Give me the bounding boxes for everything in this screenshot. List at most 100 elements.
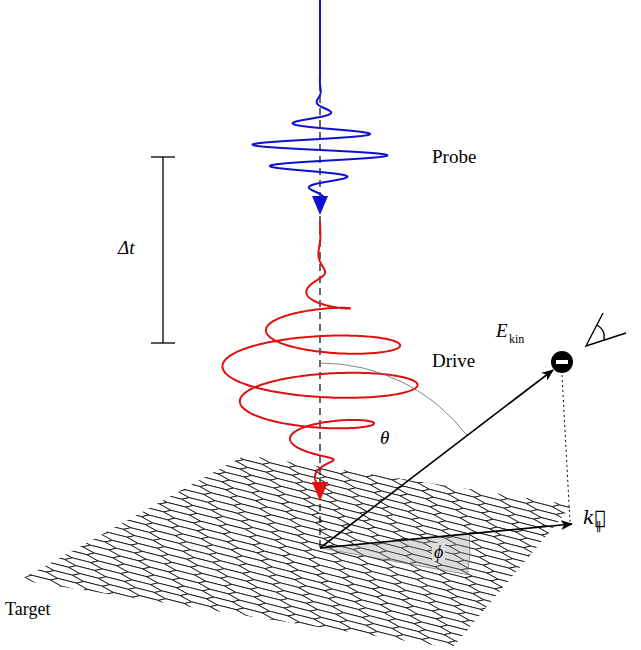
hexagon-cell: [570, 551, 618, 567]
hexagon-cell: [520, 649, 568, 650]
hexagon-cell: [501, 609, 549, 625]
hexagon-cell: [18, 522, 66, 538]
hexagon-cell: [276, 649, 324, 650]
hexagon-cell: [209, 611, 257, 627]
hexagon-cell: [536, 532, 584, 548]
hexagon-cell: [608, 578, 641, 594]
hexagon-cell: [412, 428, 460, 444]
hexagon-cell: [585, 582, 633, 598]
target-label: Target: [5, 600, 50, 618]
hexagon-cell: [16, 618, 64, 634]
hexagon-cell: [531, 620, 579, 636]
hexagon-cell: [2, 639, 50, 650]
hexagon-cell: [40, 517, 88, 533]
momentum-symbol: k⃗: [583, 508, 606, 527]
hexagon-cell: [28, 493, 76, 509]
hexagon-cell: [539, 488, 587, 504]
hexagon-cell: [519, 597, 567, 613]
hexagon-cell: [494, 646, 542, 650]
hexagon-cell: [116, 623, 164, 639]
hexagon-cell: [582, 426, 630, 442]
hexagon-cell: [0, 519, 40, 535]
hexagon-cell: [556, 571, 604, 587]
hexagon-cell: [635, 484, 641, 500]
hexagon-cell: [389, 433, 437, 449]
hexagon-cell: [149, 441, 197, 457]
hexagon-cell: [168, 629, 216, 645]
hexagon-cell: [605, 473, 641, 489]
hexagon-cell: [574, 559, 622, 575]
hexagon-cell: [135, 461, 183, 477]
hexagon-cell: [75, 439, 123, 455]
hexagon-cell: [614, 541, 641, 557]
hexagon-cell: [617, 645, 641, 650]
hexagon-cell: [564, 439, 612, 455]
hexagon-cell: [94, 627, 142, 643]
hexagon-cell: [50, 637, 98, 650]
hexagon-cell: [53, 593, 101, 609]
hexagon-cell: [0, 515, 14, 531]
hexagon-cell: [241, 430, 289, 446]
hexagon-cell: [557, 623, 605, 639]
hexagon-cell: [587, 486, 635, 502]
hexagon-cell: [512, 432, 560, 448]
hexagon-cell: [164, 621, 212, 637]
hexagon-cell: [3, 542, 51, 558]
angle-label: θ: [380, 428, 389, 447]
hexagon-cell: [2, 490, 50, 506]
hexagon-cell: [441, 439, 489, 455]
hexagon-cell: [623, 461, 641, 477]
hexagon-cell: [617, 497, 641, 513]
hexagon-cell: [0, 526, 44, 542]
hexagon-cell: [0, 531, 22, 547]
hexagon-cell: [294, 636, 342, 650]
hexagon-cell: [571, 603, 619, 619]
hexagon-cell: [1, 438, 49, 454]
hexagon-cell: [626, 565, 641, 581]
hexagon-cell: [549, 459, 597, 475]
hexagon-cell: [638, 440, 641, 456]
hexagon-cell: [24, 634, 72, 650]
hexagon-cell: [171, 436, 219, 452]
hexagon-cell: [24, 485, 72, 501]
energy-subscript: kin: [509, 333, 524, 345]
hexagon-cell: [264, 625, 312, 641]
hexagon-cell: [397, 448, 445, 464]
hexagon-cell: [7, 550, 55, 566]
hexagon-cell: [141, 425, 189, 441]
hexagon-cell: [431, 467, 479, 483]
hexagon-cell: [20, 477, 68, 493]
hexagon-cell: [516, 440, 564, 456]
hexagon-cell: [324, 647, 372, 650]
hexagon-cell: [575, 462, 623, 478]
hexagon-cell: [0, 560, 12, 576]
hexagon-cell: [0, 474, 43, 490]
hexagon-cell: [487, 630, 535, 646]
hexagon-cell: [464, 434, 512, 450]
hexagon-cell: [490, 437, 538, 453]
hexagon-cell: [386, 425, 434, 441]
hexagon-cell: [601, 465, 641, 481]
hexagon-cell: [548, 556, 596, 572]
hexagon-cell: [238, 622, 286, 638]
hexagon-cell: [17, 470, 65, 486]
eye-outline: [586, 313, 626, 346]
hexagon-cell: [0, 648, 6, 650]
hexagon-cell: [604, 570, 641, 586]
hexagon-cell: [613, 638, 641, 650]
hexagon-cell: [527, 464, 575, 480]
hexagon-cell: [559, 579, 607, 595]
hexagon-cell: [544, 548, 592, 564]
hexagon-cell: [186, 616, 234, 632]
hexagon-cell: [36, 509, 84, 525]
hexagon-cell: [10, 506, 58, 522]
hexagon-cell: [427, 459, 475, 475]
delay-bracket: [162, 157, 163, 343]
hexagon-cell: [553, 616, 601, 632]
hexagon-cell: [105, 450, 153, 466]
hexagon-cell: [509, 625, 557, 641]
hexagon-cell: [212, 619, 260, 635]
hexagon-cell: [161, 465, 209, 481]
